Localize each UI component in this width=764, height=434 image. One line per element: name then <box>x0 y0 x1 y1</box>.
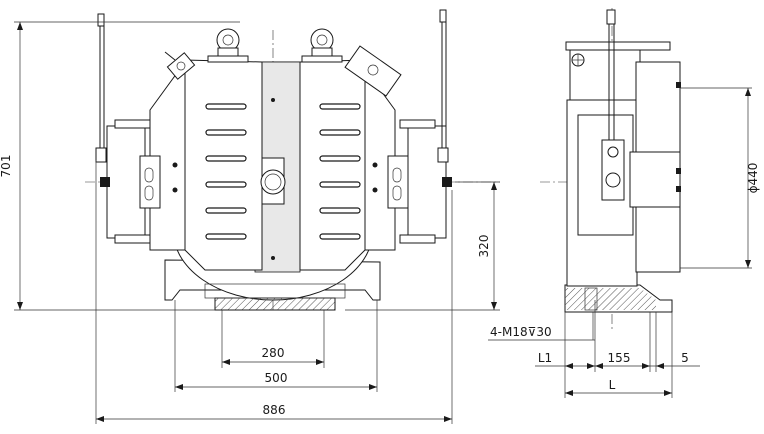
side-base-hatch <box>565 288 656 310</box>
lifting-eyes <box>207 28 343 63</box>
dim-440-label: ϕ440 <box>746 163 760 194</box>
right-lever <box>437 9 449 163</box>
center-shaft-inner <box>264 173 282 191</box>
base-foot-hatch <box>214 297 336 311</box>
terminal-box-right <box>344 45 402 97</box>
front-view <box>85 9 500 368</box>
bolt-dots <box>172 98 378 260</box>
side-dimensions <box>488 87 752 398</box>
side-magnet <box>629 151 681 208</box>
base-foot <box>204 283 346 299</box>
dim-l-label: L <box>609 378 616 392</box>
left-slots <box>205 103 247 240</box>
dim-5-label: 5 <box>681 351 689 365</box>
side-view <box>540 8 681 340</box>
right-slots <box>319 103 361 240</box>
bolt-spec-label: 4-M18⊽30 <box>490 325 552 339</box>
dim-500-label: 500 <box>265 371 288 385</box>
terminal-box-left <box>164 51 196 80</box>
right-electromagnet <box>387 119 452 244</box>
left-lever <box>95 13 107 163</box>
dim-701-label: 701 <box>0 155 13 178</box>
dim-280-label: 280 <box>262 346 285 360</box>
dim-l1-label: L1 <box>538 351 552 365</box>
side-bolt-hole <box>584 287 598 311</box>
dim-320-label: 320 <box>477 235 491 258</box>
front-dimensions <box>14 21 500 424</box>
dim-886-label: 886 <box>263 403 286 417</box>
left-brake-arm <box>184 59 263 271</box>
dim-155-label: 155 <box>608 351 631 365</box>
side-top-plate <box>565 41 671 51</box>
center-shaft <box>260 169 286 195</box>
side-lever-knob <box>606 9 616 25</box>
left-electromagnet <box>100 119 161 244</box>
